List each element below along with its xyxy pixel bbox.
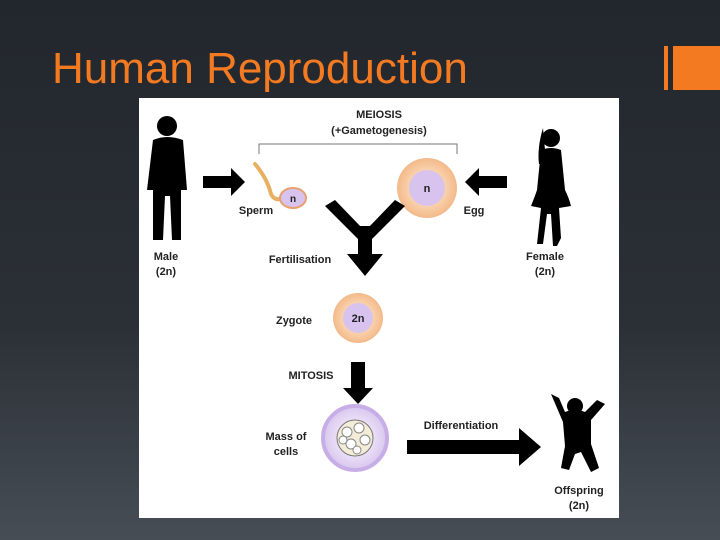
female-ploidy: (2n) xyxy=(535,266,556,278)
male-to-sperm-arrow xyxy=(203,168,245,196)
egg-cell: n xyxy=(397,158,457,218)
differentiation-arrow xyxy=(407,428,541,466)
sperm-label: Sperm xyxy=(239,205,273,217)
differentiation-label: Differentiation xyxy=(424,420,499,432)
zygote-ploidy: 2n xyxy=(352,313,365,325)
mass-label-line1: Mass of xyxy=(266,431,307,443)
fertilisation-arrow xyxy=(325,200,405,276)
male-label: Male xyxy=(154,251,178,263)
male-silhouette-icon xyxy=(147,116,187,240)
mass-of-cells xyxy=(321,404,389,472)
decorative-bar-thin xyxy=(664,46,668,90)
egg-label: Egg xyxy=(464,205,485,217)
female-silhouette-icon xyxy=(531,128,571,246)
female-to-egg-arrow xyxy=(465,168,507,196)
fertilisation-label: Fertilisation xyxy=(269,254,332,266)
sperm-ploidy: n xyxy=(290,194,296,205)
zygote-label: Zygote xyxy=(276,315,312,327)
male-ploidy: (2n) xyxy=(156,266,177,278)
meiosis-bracket xyxy=(258,143,458,154)
meiosis-label: MEIOSIS xyxy=(356,109,402,121)
sperm-cell: n xyxy=(253,162,307,209)
gametogenesis-label: (+Gametogenesis) xyxy=(331,125,427,137)
mass-label-line2: cells xyxy=(274,446,298,458)
mitosis-label: MITOSIS xyxy=(288,370,333,382)
reproduction-diagram-panel: MEIOSIS (+Gametogenesis) Male (2n) Femal… xyxy=(139,98,619,518)
reproduction-diagram: MEIOSIS (+Gametogenesis) Male (2n) Femal… xyxy=(147,109,605,512)
offspring-ploidy: (2n) xyxy=(569,500,590,512)
offspring-silhouette-icon xyxy=(551,394,605,472)
zygote-cell: 2n xyxy=(333,293,383,343)
decorative-bar-thick xyxy=(673,46,720,90)
slide-title: Human Reproduction xyxy=(52,44,468,93)
offspring-label: Offspring xyxy=(554,485,604,497)
mitosis-arrow xyxy=(343,362,373,404)
female-label: Female xyxy=(526,251,564,263)
egg-ploidy: n xyxy=(424,183,431,195)
